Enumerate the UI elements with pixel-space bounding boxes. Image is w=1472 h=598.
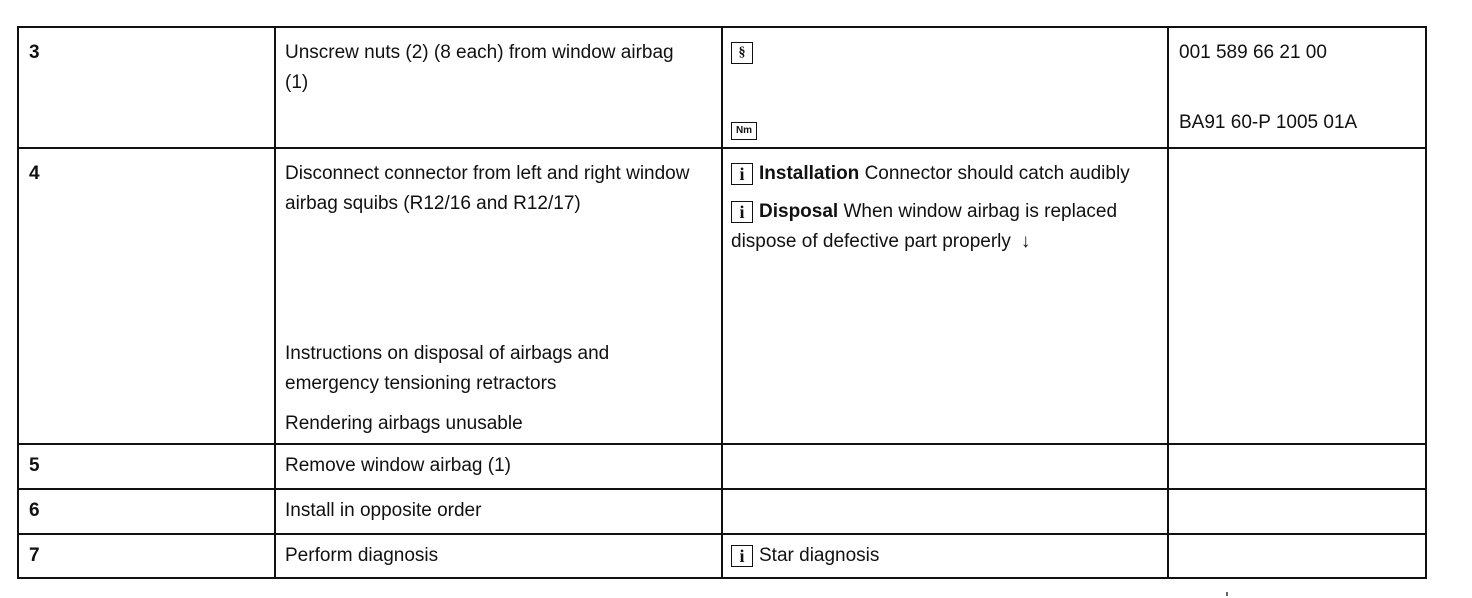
step-number: 7 [17, 533, 276, 579]
table-row: 3 Unscrew nuts (2) (8 each) from window … [17, 26, 1427, 149]
step-number: 5 [17, 443, 276, 490]
notes-cell: i Star diagnosis [721, 533, 1169, 579]
special-tool-icon: § [731, 41, 753, 64]
instruction-text: Install in opposite order [285, 500, 482, 521]
step-instruction: Install in opposite order [274, 488, 723, 535]
instruction-text: Rendering airbags unusable [285, 413, 523, 434]
note-text: When window airbag is replaced dispose o… [731, 201, 1118, 252]
torque-nm-icon: Nm [731, 121, 757, 140]
instruction-text: Instructions on disposal of airbags and … [285, 343, 610, 394]
note-label: Disposal [759, 201, 839, 222]
notes-cell: i Installation Connector should catch aud… [721, 147, 1169, 445]
part-numbers-cell: 001 589 66 21 00 BA91 60-P 1005 01A [1167, 26, 1427, 149]
part-numbers-cell [1167, 533, 1427, 579]
note-label: Installation [759, 163, 860, 184]
note-disposal: i Disposal When window airbag is replaced… [731, 197, 1131, 257]
part-number: BA91 60-P 1005 01A [1179, 112, 1358, 133]
note-text: Star diagnosis [759, 545, 880, 566]
instruction-text: Unscrew nuts (2) (8 each) from window ai… [285, 42, 674, 93]
table-row: 6 Install in opposite order [17, 488, 1427, 535]
notes-cell [721, 443, 1169, 490]
step-number: 4 [17, 147, 276, 445]
notes-cell [721, 488, 1169, 535]
step-number: 3 [17, 26, 276, 149]
part-numbers-cell [1167, 147, 1427, 445]
arrow-down-icon: ↓ [1020, 231, 1031, 252]
info-icon: i [731, 162, 753, 185]
table-row: 5 Remove window airbag (1) [17, 443, 1427, 490]
instruction-text: Perform diagnosis [285, 545, 439, 566]
scan-mark [1226, 592, 1228, 596]
step-instruction: Perform diagnosis [274, 533, 723, 579]
part-number: 001 589 66 21 00 [1179, 42, 1327, 63]
part-numbers-cell [1167, 488, 1427, 535]
instruction-text: Disconnect connector from left and right… [285, 163, 690, 214]
table-row: 7 Perform diagnosis i Star diagnosis [17, 533, 1427, 579]
info-icon: i [731, 200, 753, 223]
procedure-table: 3 Unscrew nuts (2) (8 each) from window … [17, 26, 1427, 579]
step-instruction: Disconnect connector from left and right… [274, 147, 723, 445]
step-instruction: Remove window airbag (1) [274, 443, 723, 490]
note-text: Connector should catch audibly [864, 163, 1130, 184]
notes-cell: § Nm [721, 26, 1169, 149]
step-instruction: Unscrew nuts (2) (8 each) from window ai… [274, 26, 723, 149]
info-icon: i [731, 544, 753, 567]
instruction-text: Remove window airbag (1) [285, 455, 511, 476]
part-numbers-cell [1167, 443, 1427, 490]
table-row: 4 Disconnect connector from left and rig… [17, 147, 1427, 445]
note-installation: i Installation Connector should catch aud… [731, 159, 1151, 189]
step-number: 6 [17, 488, 276, 535]
